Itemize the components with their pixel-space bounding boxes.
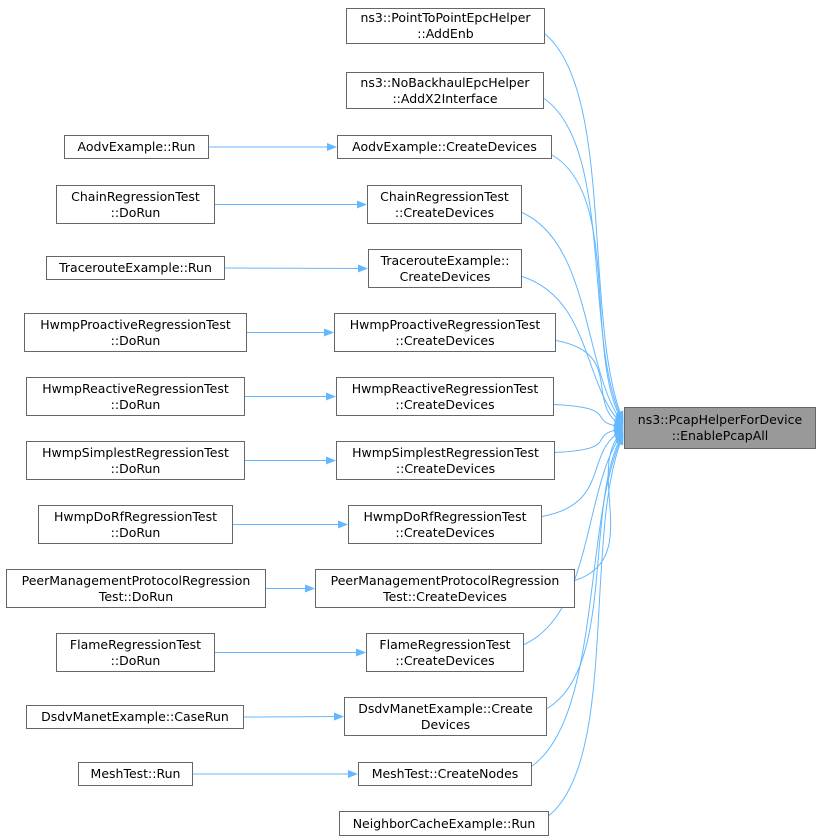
node-label-line: AodvExample::Run <box>77 139 196 154</box>
node-label-line: ChainRegressionTest <box>380 188 509 204</box>
edge-chain-createdevices-to-target <box>521 212 624 425</box>
function-node-aodv-run[interactable]: AodvExample::Run <box>64 135 209 159</box>
node-label-line: ::DoRun <box>110 524 161 540</box>
node-label-line: ns3::NoBackhaulEpcHelper <box>360 74 530 90</box>
node-label-line: MeshTest::CreateNodes <box>371 766 519 781</box>
node-label-line: ::CreateDevices <box>395 332 495 348</box>
edge-traceroute-run-to-traceroute-createdevices <box>224 264 368 273</box>
edge-peer-mgmt-createdevices-to-target <box>574 430 624 581</box>
node-label-line: HwmpReactiveRegressionTest <box>351 380 539 396</box>
node-label-line: ::CreateDevices <box>395 460 496 476</box>
function-node-traceroute-run[interactable]: TracerouteExample::Run <box>46 256 225 280</box>
node-label-line: ::EnablePcapAll <box>671 428 769 443</box>
function-node-hwmp-simplest-dorun[interactable]: HwmpSimplestRegressionTest::DoRun <box>26 441 245 480</box>
node-label-line: HwmpProactiveRegressionTest <box>349 316 541 332</box>
node-label-line: HwmpDoRfRegressionTest <box>53 508 218 524</box>
node-label-line: HwmpSimplestRegressionTest <box>42 444 229 460</box>
node-label-line: DsdvManetExample::CaseRun <box>41 709 229 724</box>
node-label-line: ::AddX2Interface <box>392 90 498 106</box>
node-label-line: FlameRegressionTest <box>379 636 511 652</box>
edge-dsdv-caserun-to-dsdv-createdevices <box>243 712 344 721</box>
function-node-hwmp-proactive-dorun[interactable]: HwmpProactiveRegressionTest::DoRun <box>24 313 247 352</box>
function-node-hwmp-proactive-createdevices[interactable]: HwmpProactiveRegressionTest::CreateDevic… <box>334 313 556 352</box>
node-label-line: CreateDevices <box>399 268 491 284</box>
edge-aodv-createdevices-to-target <box>551 154 624 424</box>
edge-flame-createdevices-to-target <box>523 431 624 645</box>
node-label-line: ::DoRun <box>110 652 161 668</box>
function-node-hwmp-simplest-createdevices[interactable]: HwmpSimplestRegressionTest::CreateDevice… <box>336 441 555 480</box>
node-label-line: ::DoRun <box>110 332 161 348</box>
edge-ptp-addenb-to-target <box>544 33 624 422</box>
edge-hwmp-dorf-createdevices-to-target <box>541 429 624 517</box>
node-label-line: ChainRegressionTest <box>71 188 200 204</box>
function-node-chain-dorun[interactable]: ChainRegressionTest::DoRun <box>56 185 215 224</box>
node-label-line: Test::CreateDevices <box>383 588 507 604</box>
function-node-nobackhaul-addx2[interactable]: ns3::NoBackhaulEpcHelper::AddX2Interface <box>346 72 544 109</box>
edge-hwmp-proactive-createdevices-to-target <box>555 340 624 427</box>
node-label-line: AodvExample::CreateDevices <box>352 139 537 154</box>
function-node-aodv-createdevices[interactable]: AodvExample::CreateDevices <box>337 135 552 159</box>
node-label-line: HwmpProactiveRegressionTest <box>40 316 231 332</box>
edge-neighborcache-run-to-target <box>548 434 624 816</box>
function-node-hwmp-dorf-dorun[interactable]: HwmpDoRfRegressionTest::DoRun <box>38 505 233 544</box>
function-node-mesh-createnodes[interactable]: MeshTest::CreateNodes <box>358 762 532 786</box>
node-label-line: ::DoRun <box>110 204 161 220</box>
function-node-neighborcache-run[interactable]: NeighborCacheExample::Run <box>339 811 549 836</box>
node-label-line: PeerManagementProtocolRegression <box>21 572 251 588</box>
node-label-line: ::DoRun <box>110 460 161 476</box>
node-label-line: ::CreateDevices <box>395 652 495 668</box>
function-node-flame-createdevices[interactable]: FlameRegressionTest::CreateDevices <box>366 633 524 672</box>
edge-nobackhaul-addx2-to-target <box>543 98 624 423</box>
node-label-line: HwmpDoRfRegressionTest <box>363 508 527 524</box>
function-node-flame-dorun[interactable]: FlameRegressionTest::DoRun <box>56 633 215 672</box>
node-label-line: FlameRegressionTest <box>69 636 202 652</box>
edge-dsdv-createdevices-to-target <box>546 432 624 709</box>
node-label-line: ns3::PcapHelperForDevice <box>637 412 803 427</box>
node-label-line: HwmpSimplestRegressionTest <box>352 444 539 460</box>
function-node-hwmp-reactive-dorun[interactable]: HwmpReactiveRegressionTest::DoRun <box>26 377 245 416</box>
function-node-ptp-addenb[interactable]: ns3::PointToPointEpcHelper::AddEnb <box>346 8 545 44</box>
function-node-hwmp-reactive-createdevices[interactable]: HwmpReactiveRegressionTest::CreateDevice… <box>336 377 554 416</box>
node-label-line: ::CreateDevices <box>395 396 495 412</box>
node-label-line: ::CreateDevices <box>394 204 495 220</box>
function-node-hwmp-dorf-createdevices[interactable]: HwmpDoRfRegressionTest::CreateDevices <box>348 505 542 544</box>
node-label-line: MeshTest::Run <box>90 766 181 781</box>
node-label-line: DsdvManetExample::Create <box>358 700 533 716</box>
edge-hwmp-simplest-createdevices-to-target <box>554 425 624 453</box>
node-label-line: NeighborCacheExample::Run <box>352 815 536 831</box>
node-label-line: Test::DoRun <box>98 588 174 604</box>
node-label-line: PeerManagementProtocolRegression <box>330 572 560 588</box>
node-label-line: ::DoRun <box>110 396 161 412</box>
node-label-line: ::AddEnb <box>417 26 474 41</box>
node-label-line: TracerouteExample::Run <box>59 260 212 275</box>
node-label-line: ns3::PointToPointEpcHelper <box>360 10 531 25</box>
edge-mesh-createnodes-to-target <box>531 433 624 767</box>
node-label-line: TracerouteExample:: <box>380 252 510 268</box>
node-label-line: HwmpReactiveRegressionTest <box>42 380 229 396</box>
function-node-chain-createdevices[interactable]: ChainRegressionTest::CreateDevices <box>367 185 522 224</box>
function-node-traceroute-createdevices[interactable]: TracerouteExample::CreateDevices <box>368 249 522 288</box>
edge-hwmp-reactive-createdevices-to-target <box>553 404 624 431</box>
node-label-line: Devices <box>420 716 471 732</box>
edge-traceroute-createdevices-to-target <box>521 276 624 426</box>
function-node-mesh-run[interactable]: MeshTest::Run <box>78 762 193 786</box>
node-label-line: ::CreateDevices <box>395 524 495 540</box>
function-node-dsdv-caserun[interactable]: DsdvManetExample::CaseRun <box>26 705 244 729</box>
target-function-node: ns3::PcapHelperForDevice::EnablePcapAll <box>624 407 816 449</box>
